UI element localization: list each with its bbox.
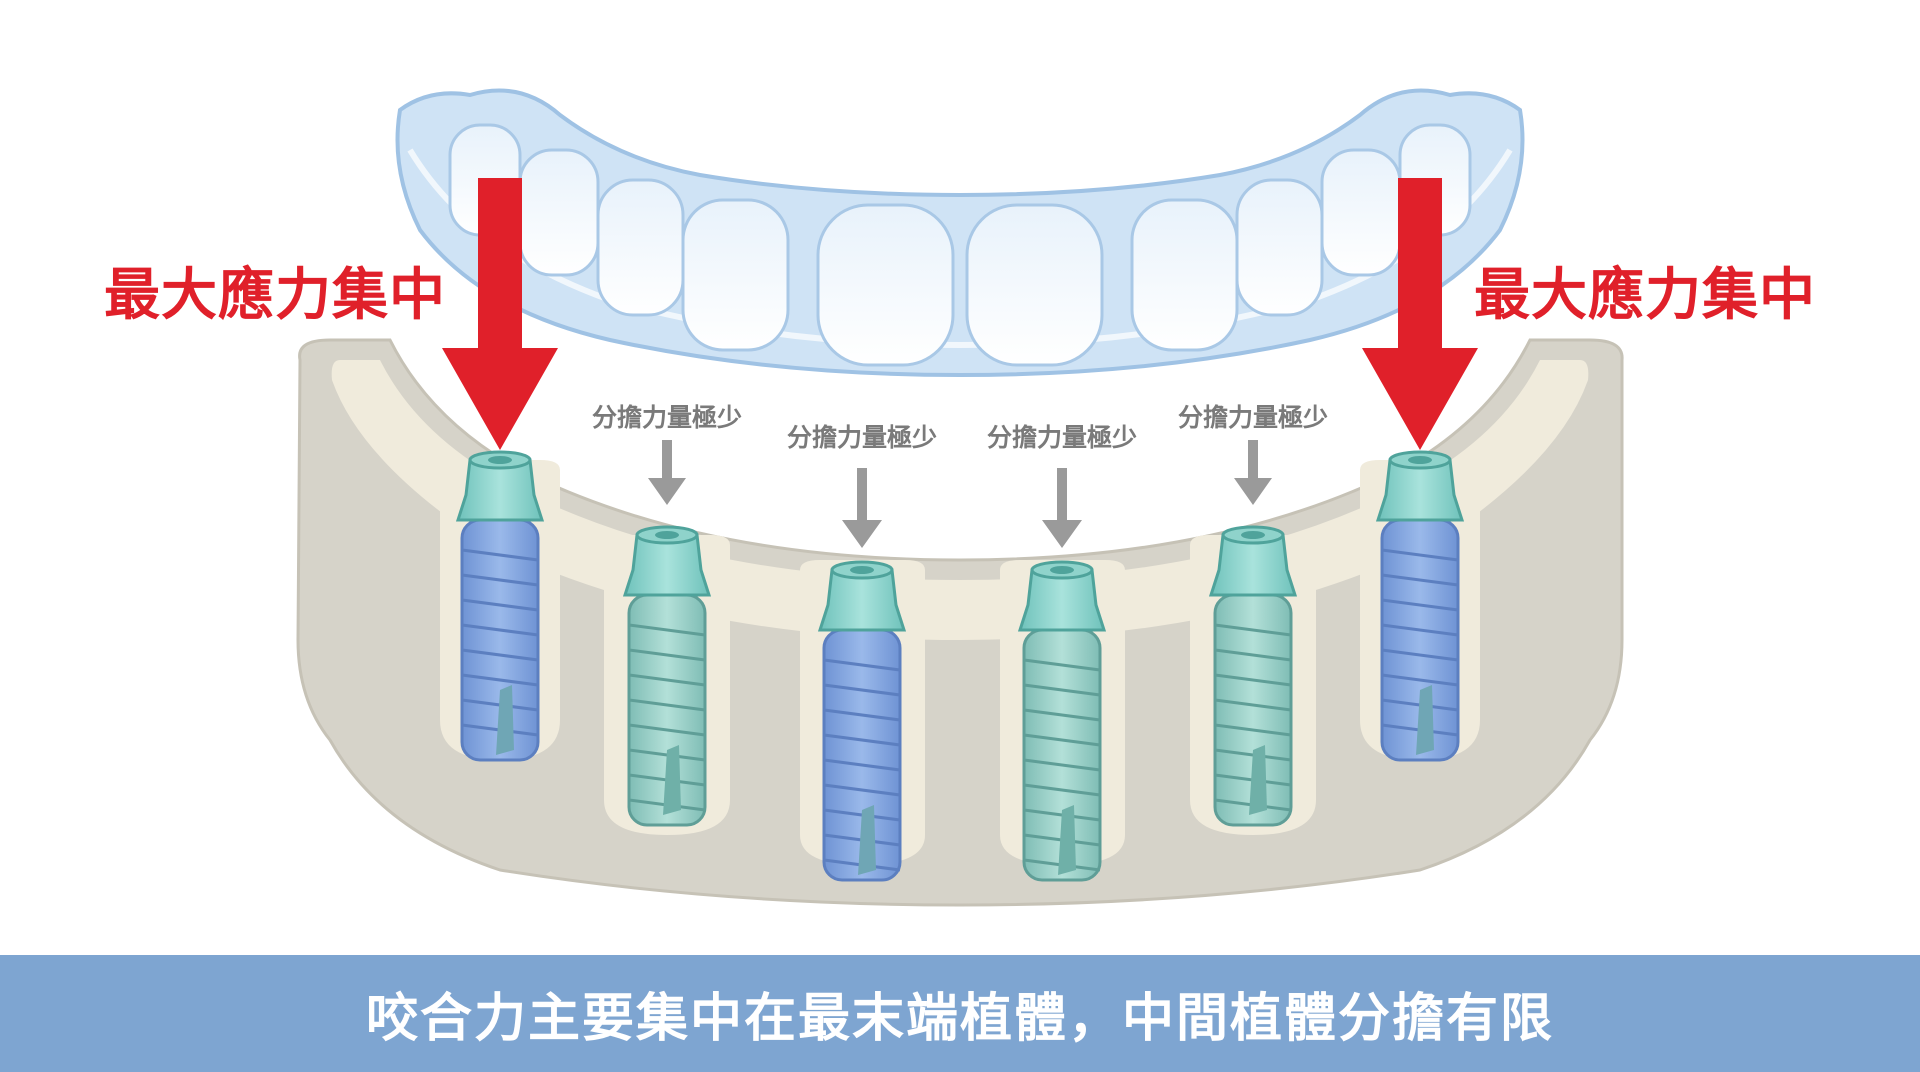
implants <box>455 450 1465 882</box>
max-stress-label-right: 最大應力集中 <box>1474 263 1816 328</box>
minimal-share-label-4: 分擔力量極少 <box>1177 403 1329 432</box>
implant-5 <box>1208 525 1298 827</box>
gray-down-arrow-icon <box>1234 440 1272 505</box>
gray-down-arrow-icon <box>842 468 882 548</box>
minimal-share-label-3: 分擔力量極少 <box>986 423 1138 452</box>
denture <box>395 88 1525 378</box>
implant-1 <box>455 450 545 762</box>
caption-text: 咬合力主要集中在最末端植體，中間植體分擔有限 <box>365 989 1554 1049</box>
max-stress-label-left: 最大應力集中 <box>104 263 446 328</box>
stress-arrows <box>442 178 1478 450</box>
gray-down-arrow-icon <box>648 440 686 505</box>
implant-2 <box>622 525 712 827</box>
implant-diagram <box>296 88 1624 907</box>
red-down-arrow-icon <box>442 178 558 450</box>
denture-base <box>395 88 1525 378</box>
implant-4 <box>1017 560 1107 882</box>
implant-6 <box>1375 450 1465 762</box>
gray-down-arrow-icon <box>1042 468 1082 548</box>
caption-banner: 咬合力主要集中在最末端植體，中間植體分擔有限 <box>0 955 1920 1072</box>
minimal-share-label-2: 分擔力量極少 <box>786 423 938 452</box>
share-arrows <box>648 440 1272 548</box>
minimal-share-label-1: 分擔力量極少 <box>591 403 743 432</box>
teeth <box>448 123 1472 367</box>
red-down-arrow-icon <box>1362 178 1478 450</box>
implant-3 <box>817 560 907 882</box>
